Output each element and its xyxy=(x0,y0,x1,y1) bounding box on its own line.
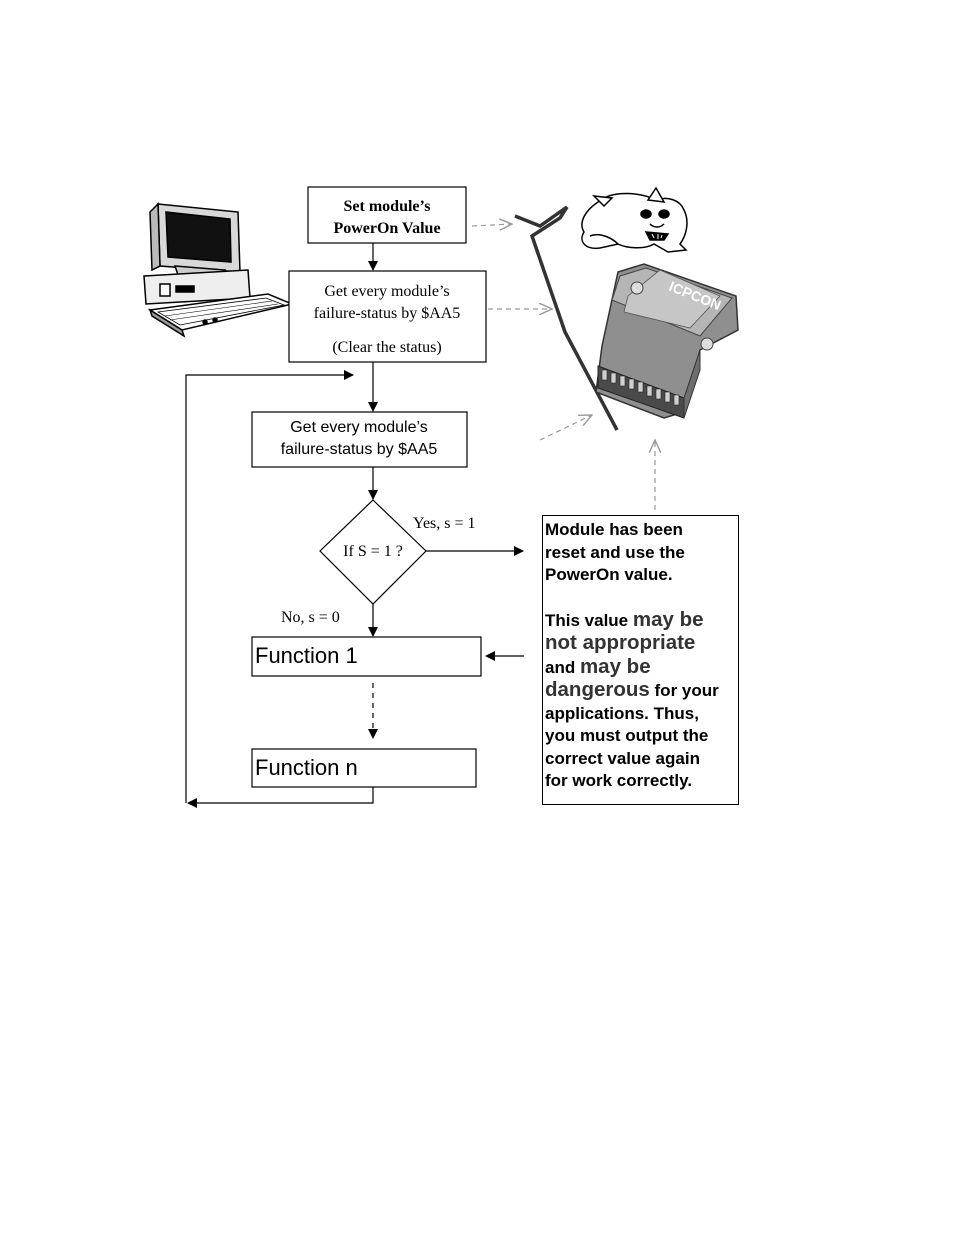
note-line: Module has been xyxy=(545,520,683,539)
note-line: dangerous for your xyxy=(545,678,736,703)
note-emphasis: may be xyxy=(632,607,704,631)
note-line: This value may be xyxy=(545,607,736,633)
function-1-text: Function 1 xyxy=(255,643,358,668)
get-status-1-text-1: Get every module’s xyxy=(324,283,449,300)
flow-arrows xyxy=(185,243,524,808)
computer-icon xyxy=(143,202,295,338)
get-status-2-text-2: failure-status by $AA5 xyxy=(281,441,438,458)
get-status-box-2: Get every module’s failure-status by $AA… xyxy=(251,411,468,468)
note-line: PowerOn value. xyxy=(545,565,673,584)
set-poweron-box: Set module’s PowerOn Value xyxy=(307,186,467,244)
note-line: and may be xyxy=(545,654,736,680)
note-line: reset and use the xyxy=(545,542,685,562)
note-text: for your xyxy=(649,681,719,700)
note-line: not appropriate xyxy=(545,631,736,656)
io-module-icon: ICPCON xyxy=(595,263,739,419)
decision-text: If S = 1 ? xyxy=(343,543,403,560)
no-label: No, s = 0 xyxy=(281,609,340,626)
function-n-box: Function n xyxy=(251,748,477,788)
decision-diamond: If S = 1 ? xyxy=(319,499,427,605)
note-line: you must output the xyxy=(545,726,709,745)
set-poweron-text-2: PowerOn Value xyxy=(333,220,440,237)
get-status-1-text-2: failure-status by $AA5 xyxy=(314,305,461,322)
warning-note: Module has been reset and use the PowerO… xyxy=(542,515,739,805)
bulldog-icon xyxy=(581,186,688,253)
note-text: This value xyxy=(545,610,633,630)
get-status-box-1: Get every module’s failure-status by $AA… xyxy=(288,270,487,363)
function-n-text: Function n xyxy=(255,755,358,780)
note-emphasis: dangerous xyxy=(545,678,650,701)
function-1-box: Function 1 xyxy=(251,636,482,677)
note-emphasis: not appropriate xyxy=(545,631,696,654)
get-status-2-text-1: Get every module’s xyxy=(290,419,428,436)
yes-label: Yes, s = 1 xyxy=(413,515,476,532)
get-status-1-text-3: (Clear the status) xyxy=(332,339,441,356)
note-text: and xyxy=(545,657,580,677)
set-poweron-text-1: Set module’s xyxy=(344,198,431,215)
dashed-connectors xyxy=(471,224,655,510)
lightning-bolt-icon xyxy=(514,205,619,431)
note-line: correct value again xyxy=(545,748,700,768)
note-line: for work correctly. xyxy=(545,771,693,790)
note-line: applications. Thus, xyxy=(545,703,699,723)
note-emphasis: may be xyxy=(579,654,651,678)
